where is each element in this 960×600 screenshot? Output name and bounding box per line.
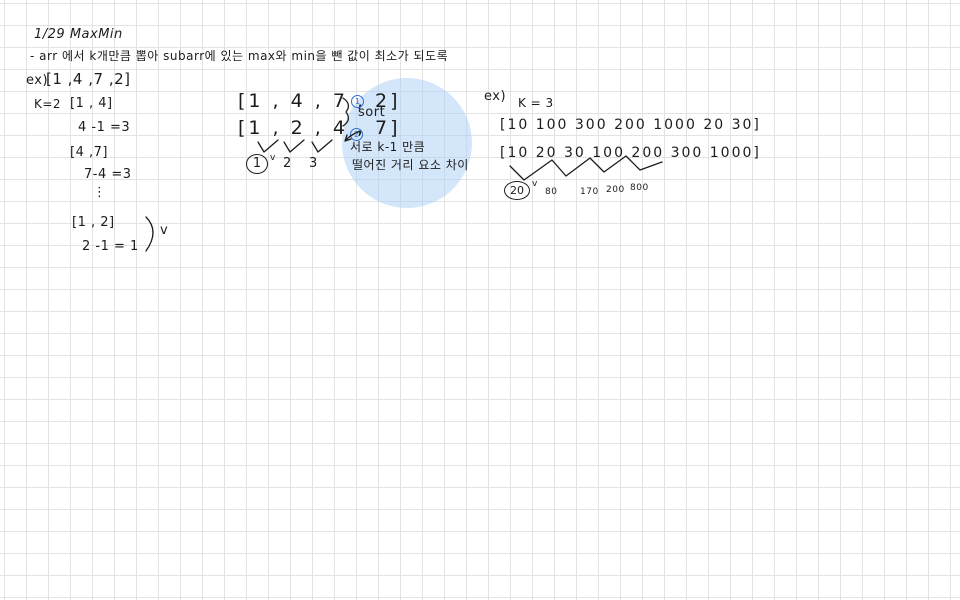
right-example-label: ex) — [484, 89, 507, 104]
step2-line1: 서로 k-1 만큼 — [350, 140, 426, 154]
right-min-diff-circle: 20 — [504, 181, 530, 200]
middle-check-3 — [311, 139, 333, 153]
right-diff-200: 200 — [606, 185, 625, 195]
left-step1-subarray: [1 , 4] — [70, 96, 113, 111]
middle-diff-2: 2 — [283, 156, 292, 171]
right-diff-170: 170 — [580, 187, 599, 197]
step2-line2: 떨어진 거리 요소 차이 — [352, 158, 469, 172]
step1-badge: 1 — [351, 95, 364, 108]
left-example-label: ex) — [26, 73, 49, 88]
left-step3-calc: 2 -1 = 1 — [82, 239, 139, 254]
step2-arrow — [344, 130, 361, 142]
step2-badge: 2 — [350, 128, 363, 141]
right-sorted-array: [10 20 30 100 200 300 1000] — [500, 145, 761, 161]
right-check-mark: v — [532, 179, 538, 189]
middle-check-1 — [257, 139, 279, 153]
step1-text: sort — [358, 105, 386, 120]
middle-check-2 — [283, 139, 305, 153]
left-example-array: [1 ,4 ,7 ,2] — [46, 70, 131, 88]
left-step3-subarray: [1 , 2] — [72, 215, 115, 230]
left-best-bracket — [145, 216, 154, 252]
sort-brace — [342, 97, 350, 127]
left-best-mark: v — [160, 223, 169, 238]
problem-statement: - arr 에서 k개만큼 뽑아 subarr에 있는 max와 min을 뺀 … — [30, 49, 449, 63]
left-ellipsis: ⋮ — [93, 185, 107, 200]
middle-check-mark: v — [270, 153, 276, 163]
right-zigzag — [509, 155, 663, 181]
left-step2-subarray: [4 ,7] — [70, 145, 108, 160]
date-title: 1/29 MaxMin — [34, 27, 123, 42]
right-k-value: K = 3 — [518, 96, 554, 110]
right-diff-80: 80 — [545, 187, 558, 197]
left-step2-calc: 7-4 =3 — [84, 167, 132, 182]
left-k-value: K=2 — [34, 97, 62, 111]
middle-diff-3: 3 — [309, 156, 318, 171]
right-original-array: [10 100 300 200 1000 20 30] — [500, 117, 761, 133]
left-step1-calc: 4 -1 =3 — [78, 120, 131, 135]
right-diff-800: 800 — [630, 183, 649, 193]
middle-min-diff-circle: 1 — [246, 154, 268, 174]
